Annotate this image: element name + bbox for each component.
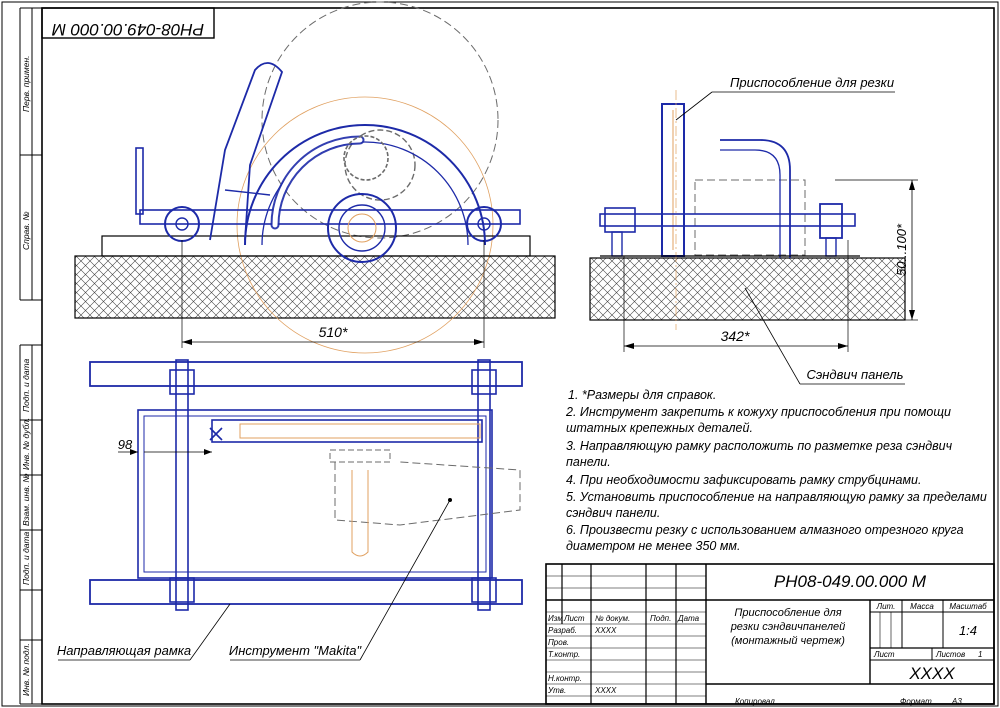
title-name-line: Приспособление для	[734, 607, 841, 619]
designation-stamp: РН08-049.00.000 М	[51, 20, 204, 39]
strip-label-perv-primen: Перв. примен.	[21, 56, 31, 113]
tb-doc: № докум.	[595, 614, 630, 623]
drawing-frame	[41, 7, 995, 705]
note-line: диаметром не менее 350 мм.	[566, 539, 740, 553]
title-name-line: (монтажный чертеж)	[731, 635, 845, 647]
tb-sheets-value: 1	[978, 650, 982, 659]
callout-guide-frame: Направляющая рамка	[57, 643, 191, 658]
left-strip	[19, 7, 42, 705]
dim-342: 342*	[721, 328, 750, 344]
tb-masshtab: Масштаб	[949, 602, 987, 611]
technical-notes: 1. *Размеры для справок. 2. Инструмент з…	[565, 388, 987, 553]
tb-sheet: Лист	[873, 650, 895, 659]
title-name-line: резки сэндвичпанелей	[730, 621, 846, 633]
plan-view	[58, 359, 523, 661]
strip-label-vzam-inv: Взам. инв. №	[21, 473, 31, 526]
note-line: штатных крепежных деталей.	[566, 421, 753, 435]
dim-98: 98	[118, 437, 133, 452]
note-line: 5. Установить приспособление на направля…	[566, 490, 987, 504]
strip-label-podp-data-2: Подп. и дата	[21, 532, 31, 585]
strip-label-sprav: Справ. №	[21, 211, 31, 250]
tb-razrab-name: ХХХХ	[594, 626, 617, 635]
tb-lit: Лит.	[876, 602, 896, 611]
tb-scale-value: 1:4	[959, 623, 977, 638]
strip-label-podp-data-1: Подп. и дата	[21, 359, 31, 412]
tb-format-value: А3	[951, 697, 962, 706]
note-line: панели.	[566, 455, 611, 469]
dim-510: 510*	[319, 324, 348, 340]
tb-date: Дата	[677, 614, 700, 623]
designation-stamp-box	[41, 7, 215, 39]
strip-label-inv-dubl: Инв. № дубл.	[21, 418, 31, 470]
tb-sheets: Листов	[935, 650, 965, 659]
tb-sign: Подп.	[650, 614, 671, 623]
tb-list: Лист	[563, 614, 585, 623]
strip-label-inv-podl: Инв. № подл.	[21, 643, 31, 696]
front-view	[589, 90, 918, 385]
note-line: 4. При необходимости зафиксировать рамку…	[566, 473, 921, 487]
tb-massa: Масса	[910, 602, 934, 611]
tb-kopiroval: Копировал	[735, 697, 775, 706]
note-line: сэндвич панели.	[566, 506, 660, 520]
tb-organization: ХХХХ	[908, 664, 955, 683]
note-line: 1. *Размеры для справок.	[568, 388, 716, 402]
tb-prov: Пров.	[548, 638, 569, 647]
tb-utv: Утв.	[547, 686, 566, 695]
dim-50-100: 50...100*	[894, 223, 909, 276]
tb-utv-name: ХХХХ	[594, 686, 617, 695]
note-line: 2. Инструмент закрепить к кожуху приспос…	[565, 405, 951, 419]
callout-fixture: Приспособление для резки	[730, 75, 894, 90]
note-line: 6. Произвести резку с использованием алм…	[566, 523, 964, 537]
title-block	[545, 563, 995, 705]
tb-tkontr: Т.контр.	[548, 650, 580, 659]
callout-sandwich-panel: Сэндвич панель	[807, 367, 904, 382]
callout-tool-makita: Инструмент "Makita"	[229, 643, 363, 658]
side-view	[74, 1, 556, 354]
tb-format: Формат	[900, 697, 932, 706]
tb-izm: Изм	[548, 614, 563, 623]
note-line: 3. Направляющую рамку расположить по раз…	[566, 439, 953, 453]
tb-nkontr: Н.контр.	[548, 674, 582, 683]
tb-razrab: Разраб.	[548, 626, 577, 635]
title-designation: РН08-049.00.000 М	[774, 572, 927, 591]
